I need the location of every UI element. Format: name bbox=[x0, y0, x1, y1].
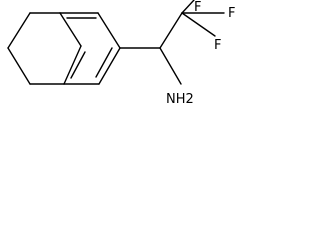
fluorine-label-1: F bbox=[194, 0, 201, 15]
bond bbox=[181, 0, 195, 14]
fluorine-label-2: F bbox=[228, 6, 235, 21]
bond bbox=[59, 12, 82, 47]
bond bbox=[97, 12, 121, 49]
bond bbox=[63, 45, 82, 85]
bond bbox=[181, 12, 216, 37]
aromatic-ring bbox=[59, 12, 121, 85]
bond bbox=[98, 47, 121, 85]
double-bond-inner bbox=[70, 51, 86, 79]
side-chain bbox=[119, 0, 225, 85]
structure-diagram: F F F NH2 bbox=[7, 0, 235, 107]
double-bond-inner bbox=[95, 47, 113, 78]
bond bbox=[159, 12, 183, 49]
fluorine-label-3: F bbox=[214, 38, 221, 53]
bond bbox=[159, 47, 182, 85]
bond bbox=[7, 12, 31, 49]
saturated-ring bbox=[7, 12, 65, 85]
amine-label: NH2 bbox=[166, 92, 194, 107]
bond bbox=[7, 47, 31, 85]
